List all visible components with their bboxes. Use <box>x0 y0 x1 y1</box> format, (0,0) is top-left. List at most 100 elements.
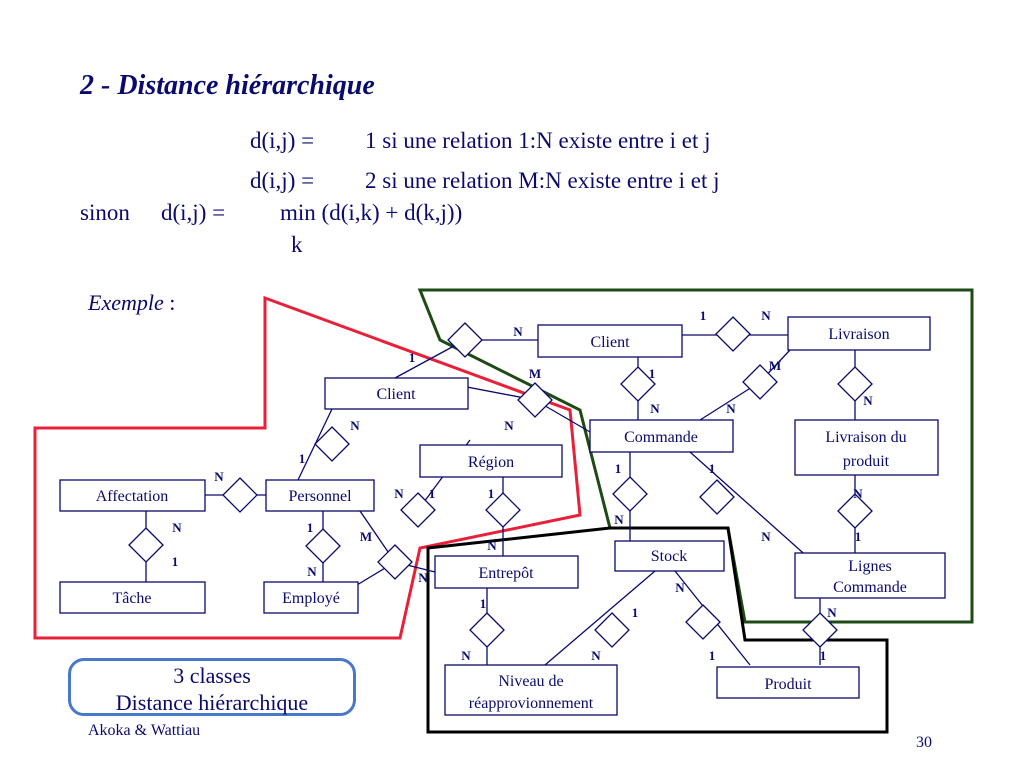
cardinality-label: N <box>172 520 182 535</box>
entity-produit: Produit <box>716 666 860 699</box>
entity-label: Personnel <box>288 488 352 505</box>
entity-label: Tâche <box>112 590 151 607</box>
cardinality-label: 1 <box>632 605 639 620</box>
cardinality-label: N <box>761 529 771 544</box>
cardinality-label: 1 <box>480 596 487 611</box>
example-word: Exemple <box>88 290 164 315</box>
cardinality-label: N <box>504 418 514 433</box>
cardinality-labels: 1 N N 1 M M 1 N N N N N 1 1 1 N N 1 1 1 … <box>172 308 874 663</box>
diamond-affectation-personnel <box>222 477 258 513</box>
entity-commande: Commande <box>589 419 734 453</box>
summary-line2: Distance hiérarchique <box>115 690 309 715</box>
diamond-client-client <box>447 322 483 358</box>
diamond-livraison-livraisonproduit <box>837 366 873 402</box>
diamond-region-entrepot <box>485 492 521 528</box>
cardinality-label: 1 <box>299 451 306 466</box>
diamond-lignes-produit <box>802 612 838 648</box>
diamond-commande-lignes <box>699 479 735 515</box>
page-number: 30 <box>916 734 932 751</box>
cardinality-label: 1 <box>307 520 314 535</box>
cardinality-label: 1 <box>709 648 716 663</box>
entity-label-line2: Commande <box>833 579 907 596</box>
entity-label: Entrepôt <box>478 565 534 582</box>
formula-line3-prefix: sinon <box>80 200 130 225</box>
cardinality-label: 1 <box>700 308 707 323</box>
cardinality-label: 1 <box>488 486 495 501</box>
cardinality-label: N <box>761 308 771 323</box>
entity-label: Client <box>590 334 630 351</box>
entity-label: Commande <box>624 429 698 446</box>
formula-line2-rhs: 2 si une relation M:N existe entre i et … <box>365 168 720 193</box>
entity-personnel: Personnel <box>265 479 375 512</box>
cardinality-label: N <box>591 648 601 663</box>
entity-livraison-du-produit: Livraison du produit <box>794 419 939 476</box>
entity-lignes-commande: Lignes Commande <box>794 552 946 599</box>
cardinality-label: 1 <box>172 554 179 569</box>
diamond-client-livraison <box>715 316 751 352</box>
cardinality-label: N <box>650 401 660 416</box>
entity-label: Affectation <box>96 488 169 505</box>
diamond-client-commande <box>620 366 656 402</box>
entity-label: Région <box>468 454 514 471</box>
entity-region: Région <box>419 444 563 478</box>
cardinality-label: 1 <box>615 461 622 476</box>
cardinality-label: N <box>307 564 317 579</box>
diamond-livraisonproduit-lignes <box>837 493 873 529</box>
formula-line1-rhs: 1 si une relation 1:N existe entre i et … <box>365 128 711 153</box>
diamond-commande-livraison <box>742 364 778 400</box>
cardinality-label: 1 <box>820 648 827 663</box>
entity-label-line2: produit <box>843 453 890 470</box>
diamond-region-personnel <box>400 492 436 528</box>
formula-line1-lhs: d(i,j) = <box>250 128 315 153</box>
entity-label-line1: Livraison du <box>825 429 906 446</box>
cardinality-label: 1 <box>409 350 416 365</box>
example-label: Exemple : <box>88 290 175 316</box>
cardinality-label: 1 <box>649 366 656 381</box>
summary-line1: 3 classes <box>173 663 251 688</box>
cardinality-label: N <box>350 418 360 433</box>
entity-label: Produit <box>764 676 812 693</box>
diamond-affectation-tache <box>128 527 164 563</box>
cardinality-label: N <box>614 512 624 527</box>
formula-line3-lhs: d(i,j) = <box>161 200 226 225</box>
cardinality-label: N <box>214 469 224 484</box>
cardinality-label: N <box>461 648 471 663</box>
formula-line3-rhs: min (d(i,k) + d(k,j)) <box>280 200 463 225</box>
page-title: 2 - Distance hiérarchique <box>80 70 375 101</box>
formula-line3-subscript: k <box>291 232 303 257</box>
diamond-personnel-entrepot <box>377 544 413 580</box>
cardinality-label: M <box>529 366 541 381</box>
entity-entrepot: Entrepôt <box>434 555 579 589</box>
diamond-commande-stock <box>612 476 648 512</box>
entity-niveau-reapprovisionnement: Niveau de réapprovionnement <box>444 664 618 716</box>
diamond-stock-produit <box>685 604 721 640</box>
cardinality-label: 1 <box>855 529 862 544</box>
example-colon: : <box>163 290 176 315</box>
entity-label-line2: réapprovionnement <box>469 695 594 712</box>
cardinality-label: N <box>827 605 837 620</box>
cardinality-label: N <box>853 486 863 501</box>
entity-label-line1: Niveau de <box>498 673 563 690</box>
summary-box: 3 classes Distance hiérarchique <box>68 658 356 716</box>
cardinality-label: 1 <box>709 461 716 476</box>
diamond-stock-niveau <box>594 612 630 648</box>
diamond-entrepot-niveau <box>469 612 505 648</box>
cardinality-label: 1 <box>429 486 436 501</box>
entity-employe: Employé <box>263 581 359 614</box>
cardinality-label: N <box>487 538 497 553</box>
relationship-diamonds <box>128 316 873 648</box>
cardinality-label: N <box>394 486 404 501</box>
cardinality-label: N <box>675 580 685 595</box>
cardinality-label: N <box>726 401 736 416</box>
cardinality-label: N <box>513 324 523 339</box>
entity-label: Client <box>376 386 416 403</box>
entity-label: Employé <box>282 590 340 607</box>
diamond-client-region <box>517 382 553 418</box>
cardinality-label: M <box>360 529 372 544</box>
entity-stock: Stock <box>614 540 725 572</box>
cardinality-label: M <box>769 358 781 373</box>
cardinality-label: N <box>418 570 428 585</box>
entity-affectation: Affectation <box>59 479 206 512</box>
entity-client-left: Client <box>324 377 469 410</box>
